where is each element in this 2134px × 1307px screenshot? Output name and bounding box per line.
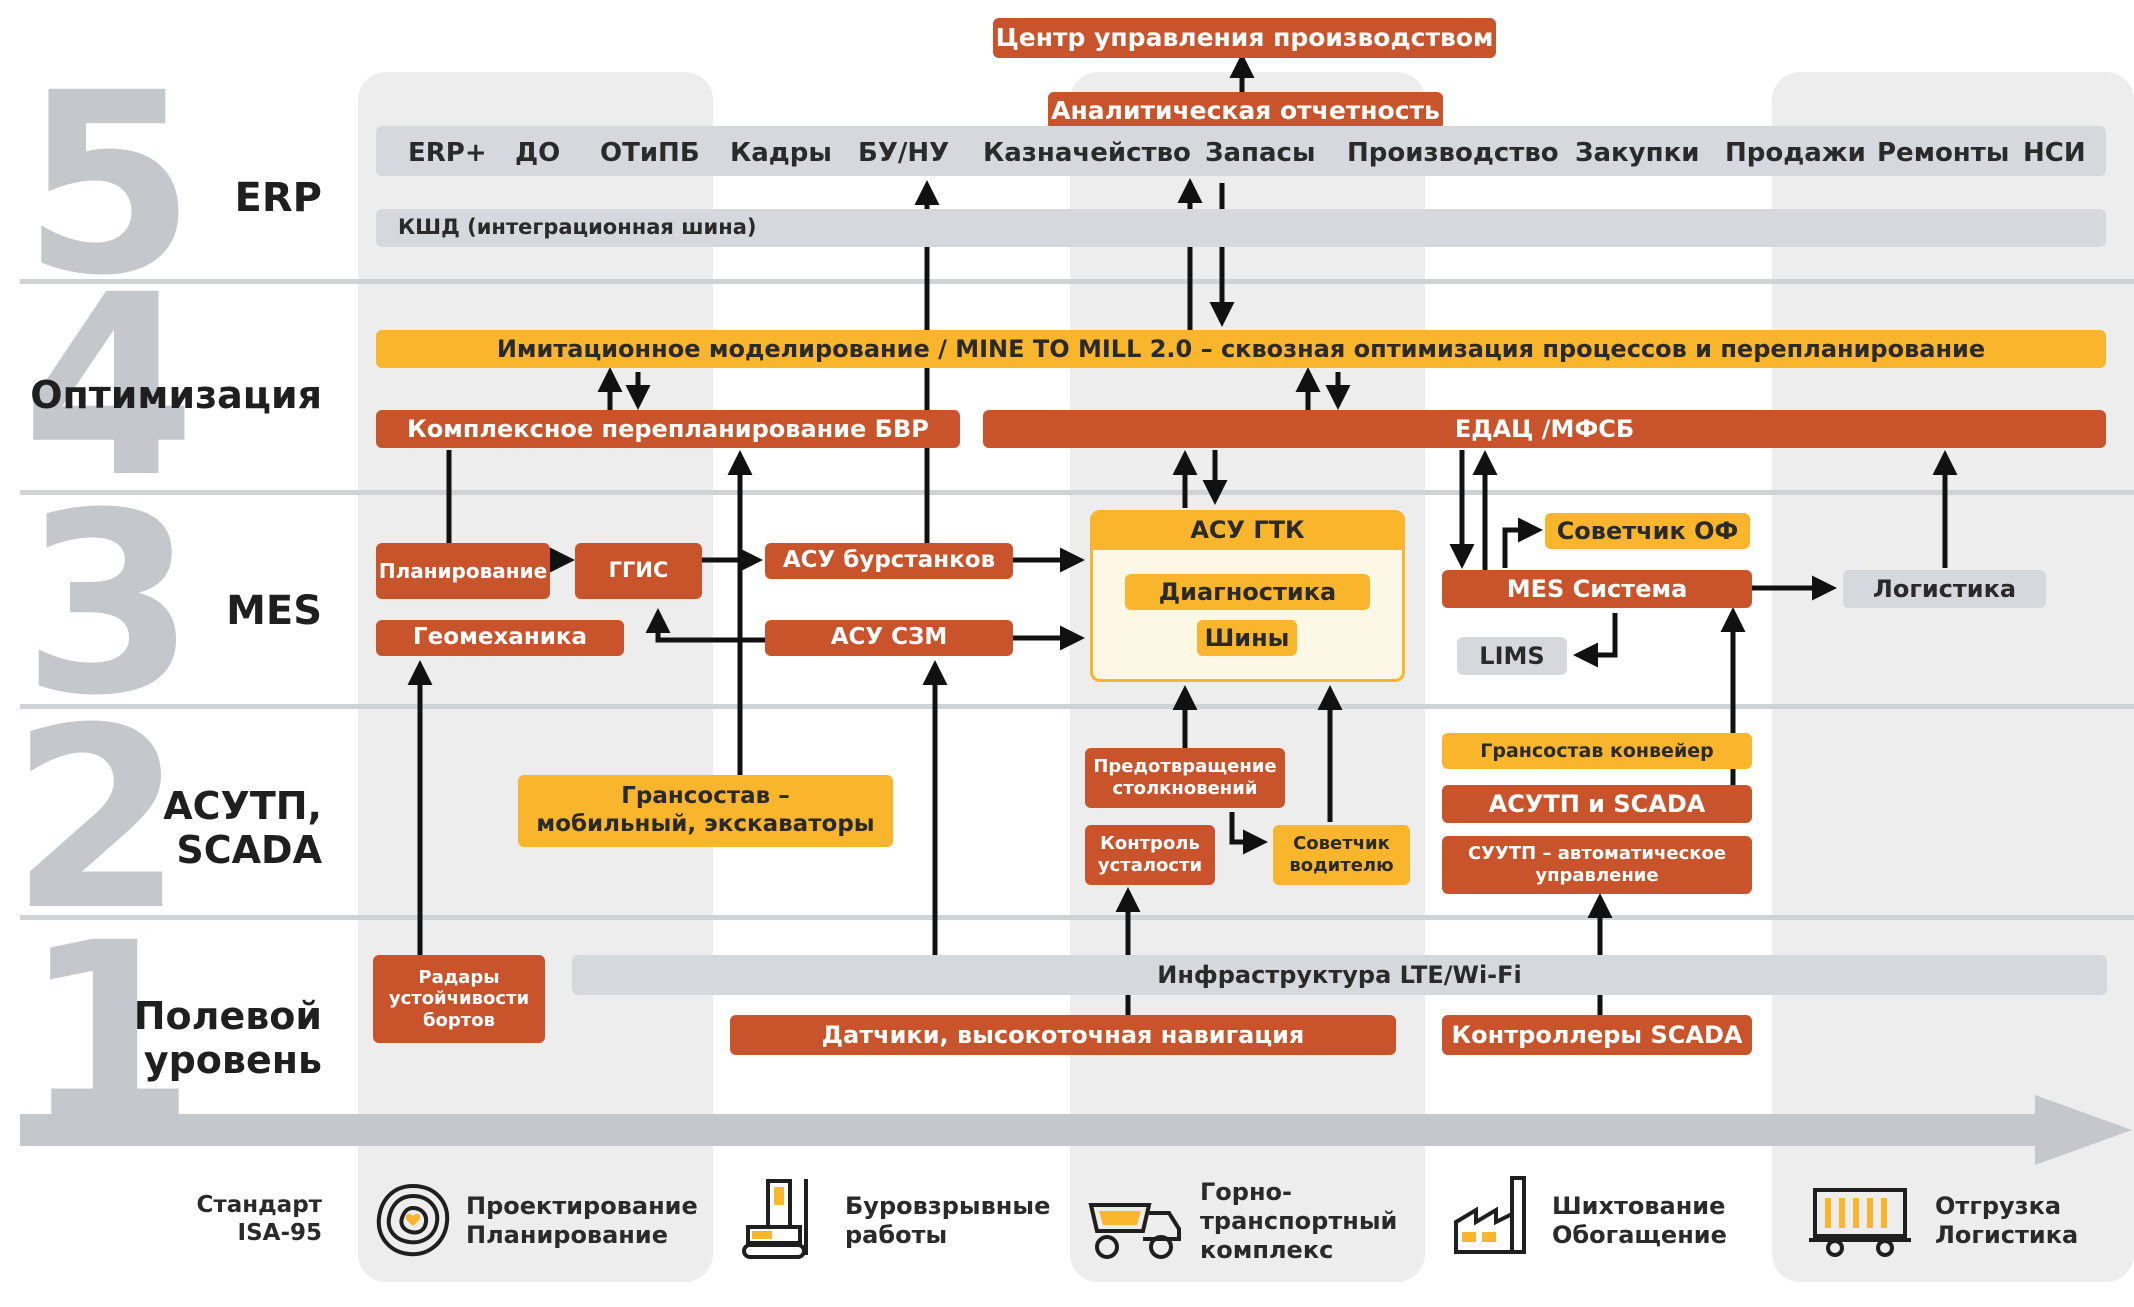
level-separator: [20, 490, 2134, 495]
driver-advisor-box: Советчик водителю: [1273, 825, 1410, 885]
simulation-bar: Имитационное моделирование / MINE TO MIL…: [376, 330, 2106, 368]
process-flow-arrow: [20, 1095, 2132, 1165]
bvr-replanning: Комплексное перепланирование БВР: [376, 410, 960, 448]
level-number-5: 5: [22, 39, 196, 330]
level-label-mes: MES: [226, 588, 322, 634]
drill-rig-icon: [742, 1179, 808, 1259]
process-label: Отгрузка Логистика: [1935, 1192, 2079, 1249]
column-logistics: [1772, 72, 2134, 1282]
gtk-box: АСУ ГТК: [1090, 510, 1405, 550]
erp-item: Запасы: [1205, 138, 1316, 168]
erp-item: Закупки: [1575, 138, 1700, 168]
edac-mfsb: ЕДАЦ /МФСБ: [983, 410, 2106, 448]
erp-item: ДО: [515, 138, 561, 168]
erp-item: Ремонты: [1877, 138, 2010, 168]
szm-control-box: АСУ СЗМ: [765, 620, 1013, 656]
collision-prevention-box: Предотвращение столкновений: [1085, 748, 1285, 808]
mes-system-box: MES Система: [1442, 570, 1752, 608]
process-label: Буровзрывные работы: [845, 1192, 1051, 1249]
drill-control-box: АСУ бурстанков: [765, 543, 1013, 579]
isa95-standard-label: Стандарт ISA-95: [196, 1192, 322, 1246]
level-number-4: 4: [22, 241, 196, 532]
level-label-scada: АСУТП, SCADA: [163, 784, 322, 872]
level-label-erp: ERP: [234, 175, 322, 221]
rail-car-icon: [1809, 1188, 1911, 1257]
fatigue-control-box: Контроль усталости: [1085, 825, 1215, 885]
conveyor-box: Грансостав конвейер: [1442, 733, 1752, 769]
level-separator: [20, 915, 2134, 920]
erp-bar: [376, 126, 2106, 176]
erp-item: Кадры: [730, 138, 832, 168]
level-separator: [20, 279, 2134, 284]
lims-box: LIMS: [1457, 637, 1567, 675]
logistics-box: Логистика: [1843, 570, 2046, 608]
erp-item: Продажи: [1725, 138, 1866, 168]
ggis-box: ГГИС: [575, 543, 702, 599]
analytics-reporting: Аналитическая отчетность: [1048, 92, 1443, 130]
production-control-center: Центр управления производством: [993, 18, 1496, 58]
diagnostics-box: Диагностика: [1125, 574, 1370, 610]
advisor-of-box: Советчик ОФ: [1545, 513, 1750, 549]
contour-map-icon: [376, 1183, 450, 1257]
sensors-navigation-box: Датчики, высокоточная навигация: [730, 1015, 1396, 1055]
scada-controllers-box: Контроллеры SCADA: [1442, 1015, 1752, 1055]
lte-wifi-bar: Инфраструктура LTE/Wi-Fi: [572, 955, 2107, 995]
level-number-2: 2: [10, 674, 184, 965]
erp-item: БУ/НУ: [858, 138, 950, 168]
erp-item: Казначейство: [983, 138, 1191, 168]
planning-box: Планирование: [376, 543, 550, 599]
geomechanics-box: Геомеханика: [376, 620, 624, 656]
suutp-box: СУУТП – автоматическое управление: [1442, 836, 1752, 894]
level-label-field: Полевой уровень: [133, 994, 322, 1082]
transport-mobile-box: Грансостав – мобильный, экскаваторы: [518, 775, 893, 847]
level-label-optimization: Оптимизация: [30, 373, 322, 417]
erp-item: Производство: [1347, 138, 1559, 168]
integration-bus-label: КШД (интеграционная шина): [398, 215, 757, 240]
integration-bus: КШД (интеграционная шина): [376, 209, 2106, 247]
tires-box: Шины: [1197, 620, 1297, 656]
process-label: Проектирование Планирование: [466, 1192, 698, 1249]
factory-icon: [1454, 1176, 1526, 1254]
erp-item: ОТиПБ: [600, 138, 700, 168]
asutp-scada-box: АСУТП и SCADA: [1442, 785, 1752, 823]
radars-box: Радары устойчивости бортов: [373, 955, 545, 1043]
process-label: Шихтование Обогащение: [1552, 1192, 1727, 1249]
level-separator: [20, 704, 2134, 709]
level-number-3: 3: [22, 459, 196, 750]
erp-item: НСИ: [2023, 138, 2086, 168]
process-label: Горно- транспортный комплекс: [1200, 1178, 1398, 1264]
erp-item: ERP+: [408, 138, 487, 168]
dump-truck-icon: [1088, 1203, 1181, 1259]
